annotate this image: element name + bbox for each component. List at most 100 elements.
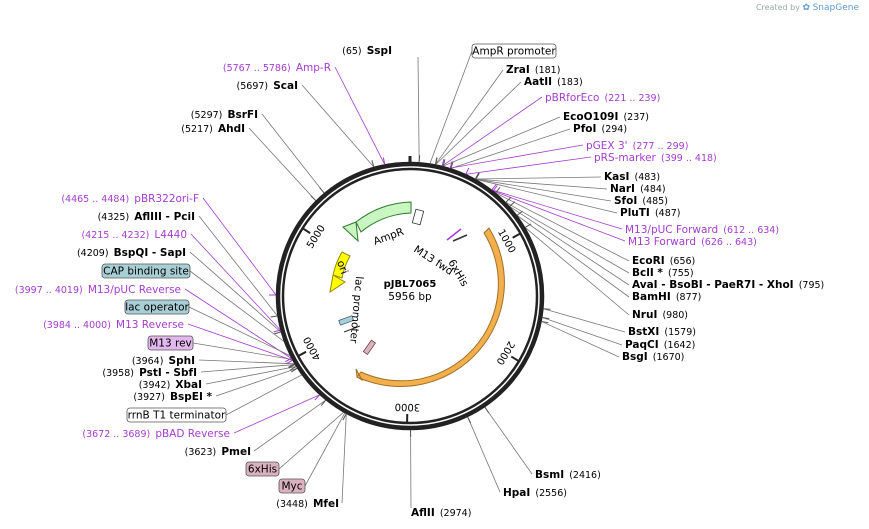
primer-label-pbr322ori-f[interactable]: (4465 .. 4484) pBR322ori-F bbox=[61, 187, 199, 206]
leader-line bbox=[341, 413, 347, 504]
primer-label-l4440[interactable]: (4215 .. 4232) L4440 bbox=[81, 223, 187, 242]
leader-line bbox=[215, 367, 298, 397]
enzyme-position: (1642) bbox=[664, 340, 696, 351]
enzyme-label-ahdi[interactable]: (5217) AhdI bbox=[181, 117, 245, 136]
feature-box-label: Myc bbox=[281, 481, 302, 493]
enzyme-position: (237) bbox=[623, 112, 649, 123]
leader-line bbox=[417, 56, 420, 163]
primer-position: (3672 .. 3689) bbox=[82, 429, 150, 440]
enzyme-label-pmei[interactable]: (3623) PmeI bbox=[185, 440, 251, 459]
feature-box-lac-operator[interactable]: lac operator bbox=[124, 299, 189, 315]
enzyme-label-xbai[interactable]: (3942) XbaI bbox=[139, 373, 202, 392]
ampr-arrow[interactable] bbox=[342, 201, 412, 243]
enzyme-label-ecori[interactable]: EcoRI (656) bbox=[632, 249, 695, 268]
leader-line bbox=[542, 317, 623, 346]
feature-box-myc[interactable]: Myc bbox=[278, 478, 306, 494]
site-tick bbox=[273, 329, 281, 333]
site-tick bbox=[319, 187, 325, 194]
feature-box-bg bbox=[471, 43, 557, 59]
site-tick bbox=[270, 315, 278, 318]
enzyme-label-bcli-[interactable]: BclI * (755) bbox=[632, 261, 694, 280]
primer-label-amp-r[interactable]: (5767 .. 5786) Amp-R bbox=[223, 56, 331, 75]
enzyme-label-bspei-[interactable]: (3927) BspEI * bbox=[133, 385, 212, 404]
enzyme-label-hpai[interactable]: HpaI (2556) bbox=[503, 481, 567, 500]
enzyme-name: EcoO109I bbox=[563, 111, 618, 123]
enzyme-label-psti-sbfi[interactable]: (3958) PstI - SbfI bbox=[102, 361, 197, 380]
primer-name: M13/pUC Reverse bbox=[88, 284, 181, 296]
enzyme-label-mfei[interactable]: (3448) MfeI bbox=[276, 492, 339, 511]
enzyme-label-ecoo109i[interactable]: EcoO109I (237) bbox=[563, 105, 649, 124]
feature-box-rrnb-t1-terminator[interactable]: rrnB T1 terminator bbox=[126, 407, 227, 423]
primer-label-pbad-reverse[interactable]: (3672 .. 3689) pBAD Reverse bbox=[82, 422, 230, 441]
enzyme-label-pluti[interactable]: PluTI (487) bbox=[620, 201, 680, 220]
site-tick bbox=[435, 157, 438, 165]
primer-name: pRS-marker bbox=[594, 152, 657, 164]
enzyme-label-bspqi-sapi[interactable]: (4209) BspQI - SapI bbox=[77, 241, 186, 260]
feature-box-label: AmpR promoter bbox=[472, 46, 556, 58]
enzyme-label-scai[interactable]: (5697) ScaI bbox=[237, 74, 298, 93]
enzyme-label-nrui[interactable]: NruI (980) bbox=[632, 303, 688, 322]
primer-label-pbrforeco[interactable]: pBRforEco (221 .. 239) bbox=[545, 86, 660, 105]
primer-label-prs-marker[interactable]: pRS-marker (399 .. 418) bbox=[594, 146, 717, 165]
feature-box-m13-rev[interactable]: M13 rev bbox=[147, 335, 194, 351]
enzyme-name: BsrFI bbox=[227, 109, 258, 121]
enzyme-label-avai-bsobi-paer7i-xhoi[interactable]: AvaI - BsoBI - PaeR7I - XhoI (795) bbox=[632, 273, 824, 292]
enzyme-label-zrai[interactable]: ZraI (181) bbox=[506, 58, 560, 77]
leader-line bbox=[465, 156, 592, 175]
tick-label: 5000 bbox=[305, 223, 328, 250]
primer-position: (3984 .. 4000) bbox=[43, 320, 111, 331]
enzyme-label-pfoi[interactable]: PfoI (294) bbox=[573, 117, 627, 136]
enzyme-name: PstI - SbfI bbox=[139, 367, 197, 379]
enzyme-label-sphi[interactable]: (3964) SphI bbox=[132, 349, 195, 368]
feature-box-cap-binding-site[interactable]: CAP binding site bbox=[101, 263, 191, 279]
enzyme-label-bamhi[interactable]: BamHI (877) bbox=[632, 285, 701, 304]
feature-box-bg bbox=[126, 407, 227, 423]
feature-box-6xhis[interactable]: 6xHis bbox=[245, 461, 280, 477]
enzyme-label-aatii[interactable]: AatII (183) bbox=[524, 70, 583, 89]
leader-line bbox=[475, 178, 618, 214]
site-tick bbox=[286, 359, 293, 365]
leader-line bbox=[253, 399, 326, 452]
site-tick bbox=[274, 331, 282, 335]
enzyme-label-kasi[interactable]: KasI (483) bbox=[604, 165, 660, 184]
enzyme-label-bsrfi[interactable]: (5297) BsrFI bbox=[191, 103, 258, 122]
enzyme-label-afliii-pcii[interactable]: (4325) AflIII - PciI bbox=[98, 205, 195, 224]
enzyme-position: (877) bbox=[676, 292, 702, 303]
orf-arrow[interactable] bbox=[355, 227, 505, 387]
primer-label-m13-puc-forward[interactable]: M13/pUC Forward (612 .. 634) bbox=[625, 218, 779, 237]
plasmid-size: 5956 bp bbox=[388, 291, 432, 303]
enzyme-label-aflii[interactable]: AflII (2974) bbox=[411, 501, 471, 520]
enzyme-label-sspi[interactable]: (65) SspI bbox=[342, 39, 392, 58]
enzyme-name: AflII bbox=[411, 507, 435, 519]
enzyme-name: BsgI bbox=[622, 351, 648, 363]
site-tick bbox=[320, 399, 327, 406]
enzyme-position: (2974) bbox=[440, 508, 472, 519]
leader-line bbox=[184, 288, 292, 359]
enzyme-position: (181) bbox=[535, 65, 561, 76]
feature-box-ampr-promoter[interactable]: AmpR promoter bbox=[471, 43, 557, 59]
enzyme-position: (65) bbox=[342, 46, 362, 57]
site-tick bbox=[441, 159, 445, 167]
enzyme-label-nari[interactable]: NarI (484) bbox=[610, 177, 666, 196]
lac-operator-mark bbox=[338, 315, 355, 326]
enzyme-label-paqci[interactable]: PaqCI (1642) bbox=[625, 333, 695, 352]
enzyme-name: BstXI bbox=[628, 326, 659, 338]
enzyme-name: AflIII - PciI bbox=[134, 211, 195, 223]
primer-label-pgex-3-[interactable]: pGEX 3' (277 .. 299) bbox=[586, 134, 688, 153]
primer-label-m13-reverse[interactable]: (3984 .. 4000) M13 Reverse bbox=[43, 313, 184, 332]
app-name: SnapGene bbox=[812, 3, 859, 13]
site-tick bbox=[288, 364, 296, 369]
primer-label-m13-forward[interactable]: M13 Forward (626 .. 643) bbox=[628, 230, 757, 249]
enzyme-label-bstxi[interactable]: BstXI (1579) bbox=[628, 320, 696, 339]
tick-mark bbox=[512, 232, 521, 239]
plasmid-name: pJBL7065 bbox=[384, 279, 437, 290]
enzyme-label-bsgi[interactable]: BsgI (1670) bbox=[622, 345, 684, 364]
leader-line bbox=[524, 227, 630, 316]
ori-arrow[interactable] bbox=[329, 251, 351, 294]
enzyme-label-sfoi[interactable]: SfoI (485) bbox=[614, 189, 668, 208]
primer-label-m13-puc-reverse[interactable]: (3997 .. 4019) M13/pUC Reverse bbox=[15, 278, 181, 297]
primer-position: (4465 .. 4484) bbox=[61, 194, 129, 205]
primer-name: pBAD Reverse bbox=[155, 428, 230, 440]
site-labels: (65) SspI ZraI (181)AatII (183) EcoO109I (… bbox=[15, 39, 824, 520]
enzyme-label-bsmi[interactable]: BsmI (2416) bbox=[535, 463, 601, 482]
